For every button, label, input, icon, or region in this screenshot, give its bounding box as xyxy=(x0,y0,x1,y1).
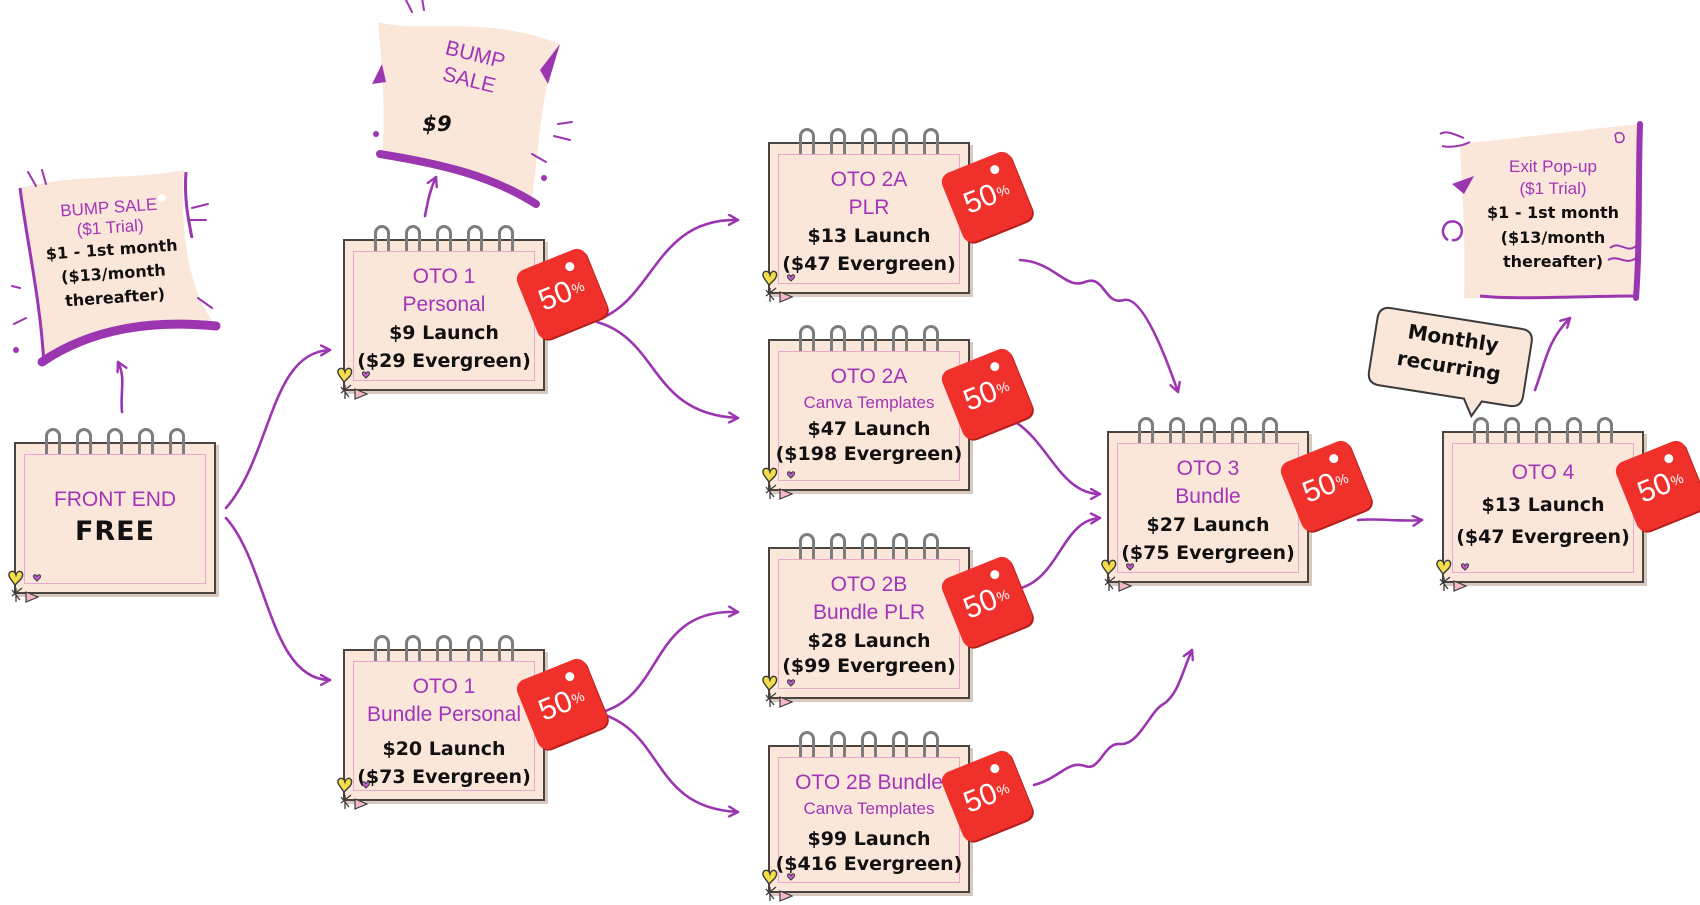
arrow-oto2b-plr-to-oto3 xyxy=(1010,518,1102,592)
card-subtitle: Bundle Personal xyxy=(366,703,522,726)
discount-tag: 50% xyxy=(938,148,1036,246)
card-oto2a-plr: OTO 2A PLR $13 Launch ($47 Evergreen) 50… xyxy=(762,128,1036,303)
launch-price: $9 Launch xyxy=(389,322,499,344)
card-oto3-bundle: OTO 3 Bundle $27 Launch ($75 Evergreen) … xyxy=(1101,417,1375,592)
evergreen-price: ($47 Evergreen) xyxy=(1456,526,1630,548)
arrow-oto2a-plr-to-oto3 xyxy=(1018,258,1178,394)
card-price: FREE xyxy=(74,516,156,547)
spiral-rings xyxy=(768,731,970,757)
evergreen-price: ($29 Evergreen) xyxy=(357,350,531,372)
arrow-oto4-to-exit-popup xyxy=(1533,316,1572,392)
arrow-oto1-bundle-to-oto2b-plr xyxy=(600,612,740,714)
card-oto2b-bundle-canva: OTO 2B Bundle Canva Templates $99 Launch… xyxy=(762,731,1036,902)
banner-subtitle: ($1 Trial) xyxy=(1519,179,1587,198)
banner-price: $9 xyxy=(422,112,452,136)
spiral-rings xyxy=(343,635,545,661)
card-oto2b-plr: OTO 2B Bundle PLR $28 Launch ($99 Evergr… xyxy=(762,533,1036,708)
spiral-rings xyxy=(14,428,216,454)
arrow-frontend-to-bump-trial xyxy=(118,360,122,414)
banner-recurring-note: thereafter) xyxy=(1502,252,1604,271)
discount-tag: 50% xyxy=(513,655,611,753)
heart-doodle-icon xyxy=(762,869,796,902)
evergreen-price: ($73 Evergreen) xyxy=(357,766,531,788)
arrow-oto1-personal-to-oto2a-plr xyxy=(595,220,740,322)
card-front-end: FRONT END FREE xyxy=(8,428,216,603)
card-title: OTO 1 xyxy=(412,265,476,288)
card-oto1-personal: OTO 1 Personal $9 Launch ($29 Evergreen)… xyxy=(337,225,611,400)
launch-price: $99 Launch xyxy=(807,828,931,850)
heart-doodle-icon xyxy=(337,367,371,400)
discount-tag: 50% xyxy=(938,747,1036,845)
arrow-frontend-to-oto1-personal xyxy=(224,350,332,510)
arrow-frontend-to-oto1-bundle xyxy=(224,516,332,680)
arrow-oto2a-canva-to-oto3 xyxy=(1010,418,1102,494)
discount-tag: 50% xyxy=(513,245,611,343)
card-title: OTO 1 xyxy=(412,675,476,698)
spiral-rings xyxy=(768,325,970,351)
banner-price: $1 - 1st month xyxy=(1486,203,1619,222)
banner-title: Exit Pop-up xyxy=(1509,157,1597,176)
card-oto4: OTO 4 $13 Launch ($47 Evergreen) 50% xyxy=(1436,417,1700,592)
card-subtitle: Bundle xyxy=(1175,485,1241,508)
banner-bump-sale-9: BUMP SALE $9 xyxy=(372,0,573,208)
card-subtitle: Canva Templates xyxy=(803,393,935,412)
card-title: OTO 2B Bundle xyxy=(795,771,943,794)
heart-doodle-icon xyxy=(762,270,796,303)
spiral-rings xyxy=(1442,417,1644,443)
discount-tag: 50% xyxy=(938,345,1036,443)
spiral-rings xyxy=(768,533,970,559)
evergreen-price: ($198 Evergreen) xyxy=(775,443,963,465)
evergreen-price: ($99 Evergreen) xyxy=(782,655,956,677)
card-subtitle: Bundle PLR xyxy=(812,601,926,624)
card-oto2a-canva: OTO 2A Canva Templates $47 Launch ($198 … xyxy=(762,325,1036,500)
card-subtitle: Personal xyxy=(402,293,486,316)
launch-price: $13 Launch xyxy=(807,225,931,247)
banner-recurring: ($13/month xyxy=(1500,228,1606,247)
arrow-oto3-to-oto4 xyxy=(1356,519,1424,520)
banner-bump-sale-trial: BUMP SALE ($1 Trial) $1 - 1st month ($13… xyxy=(11,168,221,368)
card-subtitle: PLR xyxy=(848,196,890,219)
discount-tag: 50% xyxy=(1277,437,1375,535)
spiral-rings xyxy=(343,225,545,251)
discount-tag: 50% xyxy=(1612,437,1700,535)
card-title: OTO 2B xyxy=(830,573,908,596)
speech-bubble-monthly-recurring: Monthly recurring xyxy=(1364,304,1535,419)
discount-tag: 50% xyxy=(938,553,1036,651)
card-subtitle: Canva Templates xyxy=(803,799,935,818)
heart-doodle-icon xyxy=(762,675,796,708)
arrow-oto1-personal-to-oto2a-canva xyxy=(595,320,740,418)
banner-exit-popup: Exit Pop-up ($1 Trial) $1 - 1st month ($… xyxy=(1439,121,1646,302)
spiral-rings xyxy=(768,128,970,154)
launch-price: $28 Launch xyxy=(807,630,931,652)
card-title: OTO 2A xyxy=(830,168,908,191)
card-title: OTO 3 xyxy=(1176,457,1240,480)
heart-doodle-icon xyxy=(8,570,42,603)
launch-price: $13 Launch xyxy=(1481,494,1605,516)
card-oto1-bundle-personal: OTO 1 Bundle Personal $20 Launch ($73 Ev… xyxy=(337,635,611,810)
arrow-oto1-bundle-to-oto2b-canva xyxy=(600,712,740,812)
evergreen-price: ($47 Evergreen) xyxy=(782,253,956,275)
heart-doodle-icon xyxy=(762,467,796,500)
heart-doodle-icon xyxy=(1101,559,1135,592)
spiral-rings xyxy=(1107,417,1309,443)
heart-doodle-icon xyxy=(1436,559,1470,592)
card-title: OTO 2A xyxy=(830,365,908,388)
card-title: FRONT END xyxy=(53,488,177,511)
evergreen-price: ($416 Evergreen) xyxy=(775,853,963,875)
launch-price: $47 Launch xyxy=(807,418,931,440)
arrow-oto2b-canva-to-oto3 xyxy=(1032,648,1192,787)
heart-doodle-icon xyxy=(337,777,371,810)
evergreen-price: ($75 Evergreen) xyxy=(1121,542,1295,564)
launch-price: $27 Launch xyxy=(1146,514,1270,536)
card-title: OTO 4 xyxy=(1511,461,1575,484)
launch-price: $20 Launch xyxy=(382,738,506,760)
